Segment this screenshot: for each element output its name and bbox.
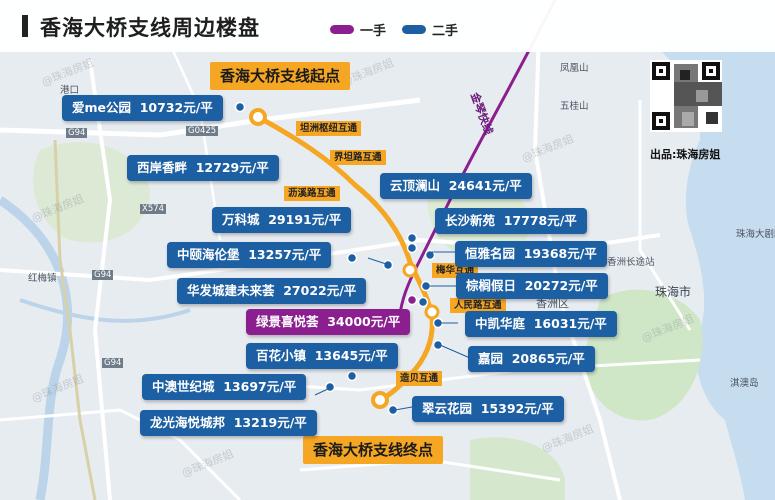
property-name: 绿景喜悦荟	[256, 314, 319, 329]
legend-second-hand: 二手	[402, 20, 458, 39]
property-callout-zonglv-jiari[interactable]: 棕榈假日 20272元/平	[456, 273, 608, 299]
road-label-x574: X574	[140, 204, 167, 214]
road-label-g94-south: G94	[102, 358, 124, 368]
property-name: 中颐海伦堡	[177, 247, 240, 262]
place-label-dajuyuan: 珠海大剧院	[736, 229, 775, 240]
highway-g94	[53, 139, 97, 500]
property-price: 13697元/平	[223, 379, 297, 394]
property-price: 27022元/平	[283, 283, 357, 298]
title-mark	[22, 15, 28, 37]
place-label-changjian: 香洲长途站	[607, 257, 655, 268]
property-callout-cuiyun-huayuan[interactable]: 翠云花园 15392元/平	[412, 396, 564, 422]
property-name: 西岸香畔	[137, 160, 188, 175]
property-callout-lvjing-xiyuehui[interactable]: 绿景喜悦荟 34000元/平	[246, 309, 411, 335]
route-end-label: 香海大桥支线终点	[303, 436, 444, 464]
road-label-g94-north: G94	[66, 128, 88, 138]
interchange-label-zaobei: 造贝互通	[396, 371, 443, 386]
property-price: 24641元/平	[448, 178, 522, 193]
property-price: 16031元/平	[533, 316, 607, 331]
page-title: 香海大桥支线周边楼盘	[40, 16, 260, 40]
header-bar	[0, 0, 775, 52]
road-label-g94-mid: G94	[92, 270, 114, 280]
green-hill-west	[33, 142, 150, 243]
property-price: 20272元/平	[524, 278, 598, 293]
legend-first-hand: 一手	[330, 20, 386, 39]
legend-swatch-first-hand	[330, 25, 354, 34]
place-label-xiangzhou: 香洲区	[536, 297, 569, 310]
property-price: 17778元/平	[503, 213, 577, 228]
route-end-marker	[371, 391, 389, 409]
property-price: 10732元/平	[139, 100, 213, 115]
interchange-label-tanzhou: 坦洲枢纽互通	[296, 121, 362, 136]
property-callout-zhongyi-hailunbao[interactable]: 中颐海伦堡 13257元/平	[167, 242, 332, 268]
property-price: 34000元/平	[327, 314, 401, 329]
property-callout-longguang-haiyue[interactable]: 龙光海悦城邦 13219元/平	[140, 410, 317, 436]
property-price: 13257元/平	[248, 247, 322, 262]
property-name: 长沙新苑	[445, 213, 496, 228]
rail-line-jinqin	[396, 0, 557, 331]
place-label-wuguishan: 五桂山	[560, 101, 589, 112]
place-label-gangkou: 港口	[60, 85, 80, 96]
qr-code	[650, 60, 722, 132]
property-callout-zhongao-shiji[interactable]: 中澳世纪城 13697元/平	[142, 374, 307, 400]
legend-label-second-hand: 二手	[432, 24, 459, 39]
property-name: 百花小镇	[256, 348, 307, 363]
property-name: 华发城建未来荟	[187, 283, 275, 298]
route-start-label: 香海大桥支线起点	[210, 62, 351, 90]
property-price: 13645元/平	[314, 348, 388, 363]
property-name: 爱me公园	[72, 100, 132, 115]
property-price: 12729元/平	[195, 160, 269, 175]
property-callout-xian-xiangpan[interactable]: 西岸香畔 12729元/平	[127, 155, 279, 181]
property-name: 棕榈假日	[466, 278, 517, 293]
route-start-marker	[249, 108, 267, 126]
legend-label-first-hand: 一手	[360, 24, 387, 39]
road-label-g0425: G0425	[186, 126, 219, 136]
property-name: 中凯华庭	[475, 316, 526, 331]
property-name: 万科城	[222, 212, 260, 227]
property-price: 29191元/平	[268, 212, 342, 227]
property-callout-huafa-weilaihui[interactable]: 华发城建未来荟 27022元/平	[177, 278, 367, 304]
leader-lines	[314, 251, 471, 411]
interchange-label-lixi: 沥溪路互通	[284, 186, 340, 201]
property-name: 龙光海悦城邦	[150, 415, 226, 430]
property-callout-aime-park[interactable]: 爱me公园 10732元/平	[62, 95, 223, 121]
property-dot-first-hand	[406, 294, 418, 306]
green-hill-south	[470, 437, 565, 500]
property-name: 云顶澜山	[390, 178, 441, 193]
property-callout-hengya-mingyuan[interactable]: 恒雅名园 19368元/平	[455, 241, 607, 267]
property-callout-zhongkai-huating[interactable]: 中凯华庭 16031元/平	[465, 311, 617, 337]
interchange-label-renmin: 人民路互通	[450, 298, 506, 313]
property-callout-baihua-xiaozhen[interactable]: 百花小镇 13645元/平	[246, 343, 398, 369]
place-label-qiao: 淇澳岛	[730, 378, 759, 389]
property-price: 19368元/平	[523, 246, 597, 261]
property-callout-wanke-cheng[interactable]: 万科城 29191元/平	[212, 207, 352, 233]
interchange-marker-renmin	[424, 304, 440, 320]
place-label-fengyuan: 凤凰山	[560, 63, 589, 74]
property-name: 嘉园	[478, 351, 504, 366]
source-credit: 出品:珠海房姐	[650, 148, 721, 161]
property-callout-changsha-xinyuan[interactable]: 长沙新苑 17778元/平	[435, 208, 587, 234]
property-name: 恒雅名园	[465, 246, 516, 261]
river-west	[0, 196, 72, 500]
property-name: 中澳世纪城	[152, 379, 215, 394]
property-price: 20865元/平	[511, 351, 585, 366]
sea	[685, 60, 775, 500]
property-price: 15392元/平	[480, 401, 554, 416]
interchange-label-jietan: 界坦路互通	[330, 150, 386, 165]
legend-swatch-second-hand	[402, 25, 426, 34]
interchange-marker-meihua	[402, 262, 418, 278]
property-name: 翠云花园	[422, 401, 473, 416]
property-price: 13219元/平	[233, 415, 307, 430]
property-callout-jiayuan[interactable]: 嘉园 20865元/平	[468, 346, 595, 372]
place-label-zhuhai-city: 珠海市	[655, 285, 692, 299]
property-callout-yunding-lanshan[interactable]: 云顶澜山 24641元/平	[380, 173, 532, 199]
place-label-hongmei: 红梅镇	[28, 273, 57, 284]
river-branch	[19, 298, 191, 323]
